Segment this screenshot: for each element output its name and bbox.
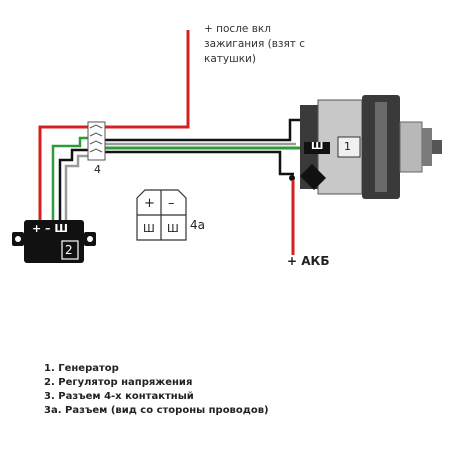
generator-black-wire-bottom bbox=[105, 150, 294, 176]
ignition-note-line-1: + после вкл bbox=[204, 23, 271, 35]
connector-4 bbox=[87, 121, 106, 161]
connector-view-plus: + bbox=[144, 196, 155, 211]
battery-label: + АКБ bbox=[287, 254, 330, 268]
ignition-note-line-2: зажигания (взят с bbox=[204, 38, 306, 50]
legend: 1. Генератор 2. Регулятор напряжения 3. … bbox=[44, 362, 269, 418]
generator-black-wire-top bbox=[105, 118, 300, 142]
regulator bbox=[12, 220, 96, 263]
generator-number: 1 bbox=[344, 140, 351, 153]
ignition-note: + после вкл зажигания (взят с катушки) bbox=[204, 22, 305, 67]
generator bbox=[289, 95, 442, 199]
legend-item-1: 1. Генератор bbox=[44, 363, 119, 374]
connector-view-sh-right: Ш bbox=[167, 222, 179, 235]
regulator-grey-wire bbox=[64, 154, 88, 220]
legend-item-3a: 3а. Разъем (вид со стороны проводов) bbox=[44, 405, 269, 416]
regulator-green-wire bbox=[51, 136, 88, 220]
legend-item-2: 2. Регулятор напряжения bbox=[44, 377, 193, 388]
ignition-red-wire bbox=[38, 30, 190, 220]
regulator-terminals: + – Ш bbox=[32, 222, 68, 235]
ignition-note-line-3: катушки) bbox=[204, 53, 256, 65]
connector-view-sh-left: Ш bbox=[143, 222, 155, 235]
connector-view-minus: – bbox=[168, 196, 175, 211]
regulator-black-wire bbox=[58, 148, 88, 220]
regulator-number: 2 bbox=[65, 243, 73, 257]
connector-view-number: 4а bbox=[190, 218, 205, 232]
legend-item-3: 3. Разъем 4-х контактный bbox=[44, 391, 194, 402]
connector-4a-view bbox=[136, 189, 187, 241]
sh-terminal-label: Ш bbox=[311, 141, 324, 152]
connector-number: 4 bbox=[94, 163, 101, 176]
